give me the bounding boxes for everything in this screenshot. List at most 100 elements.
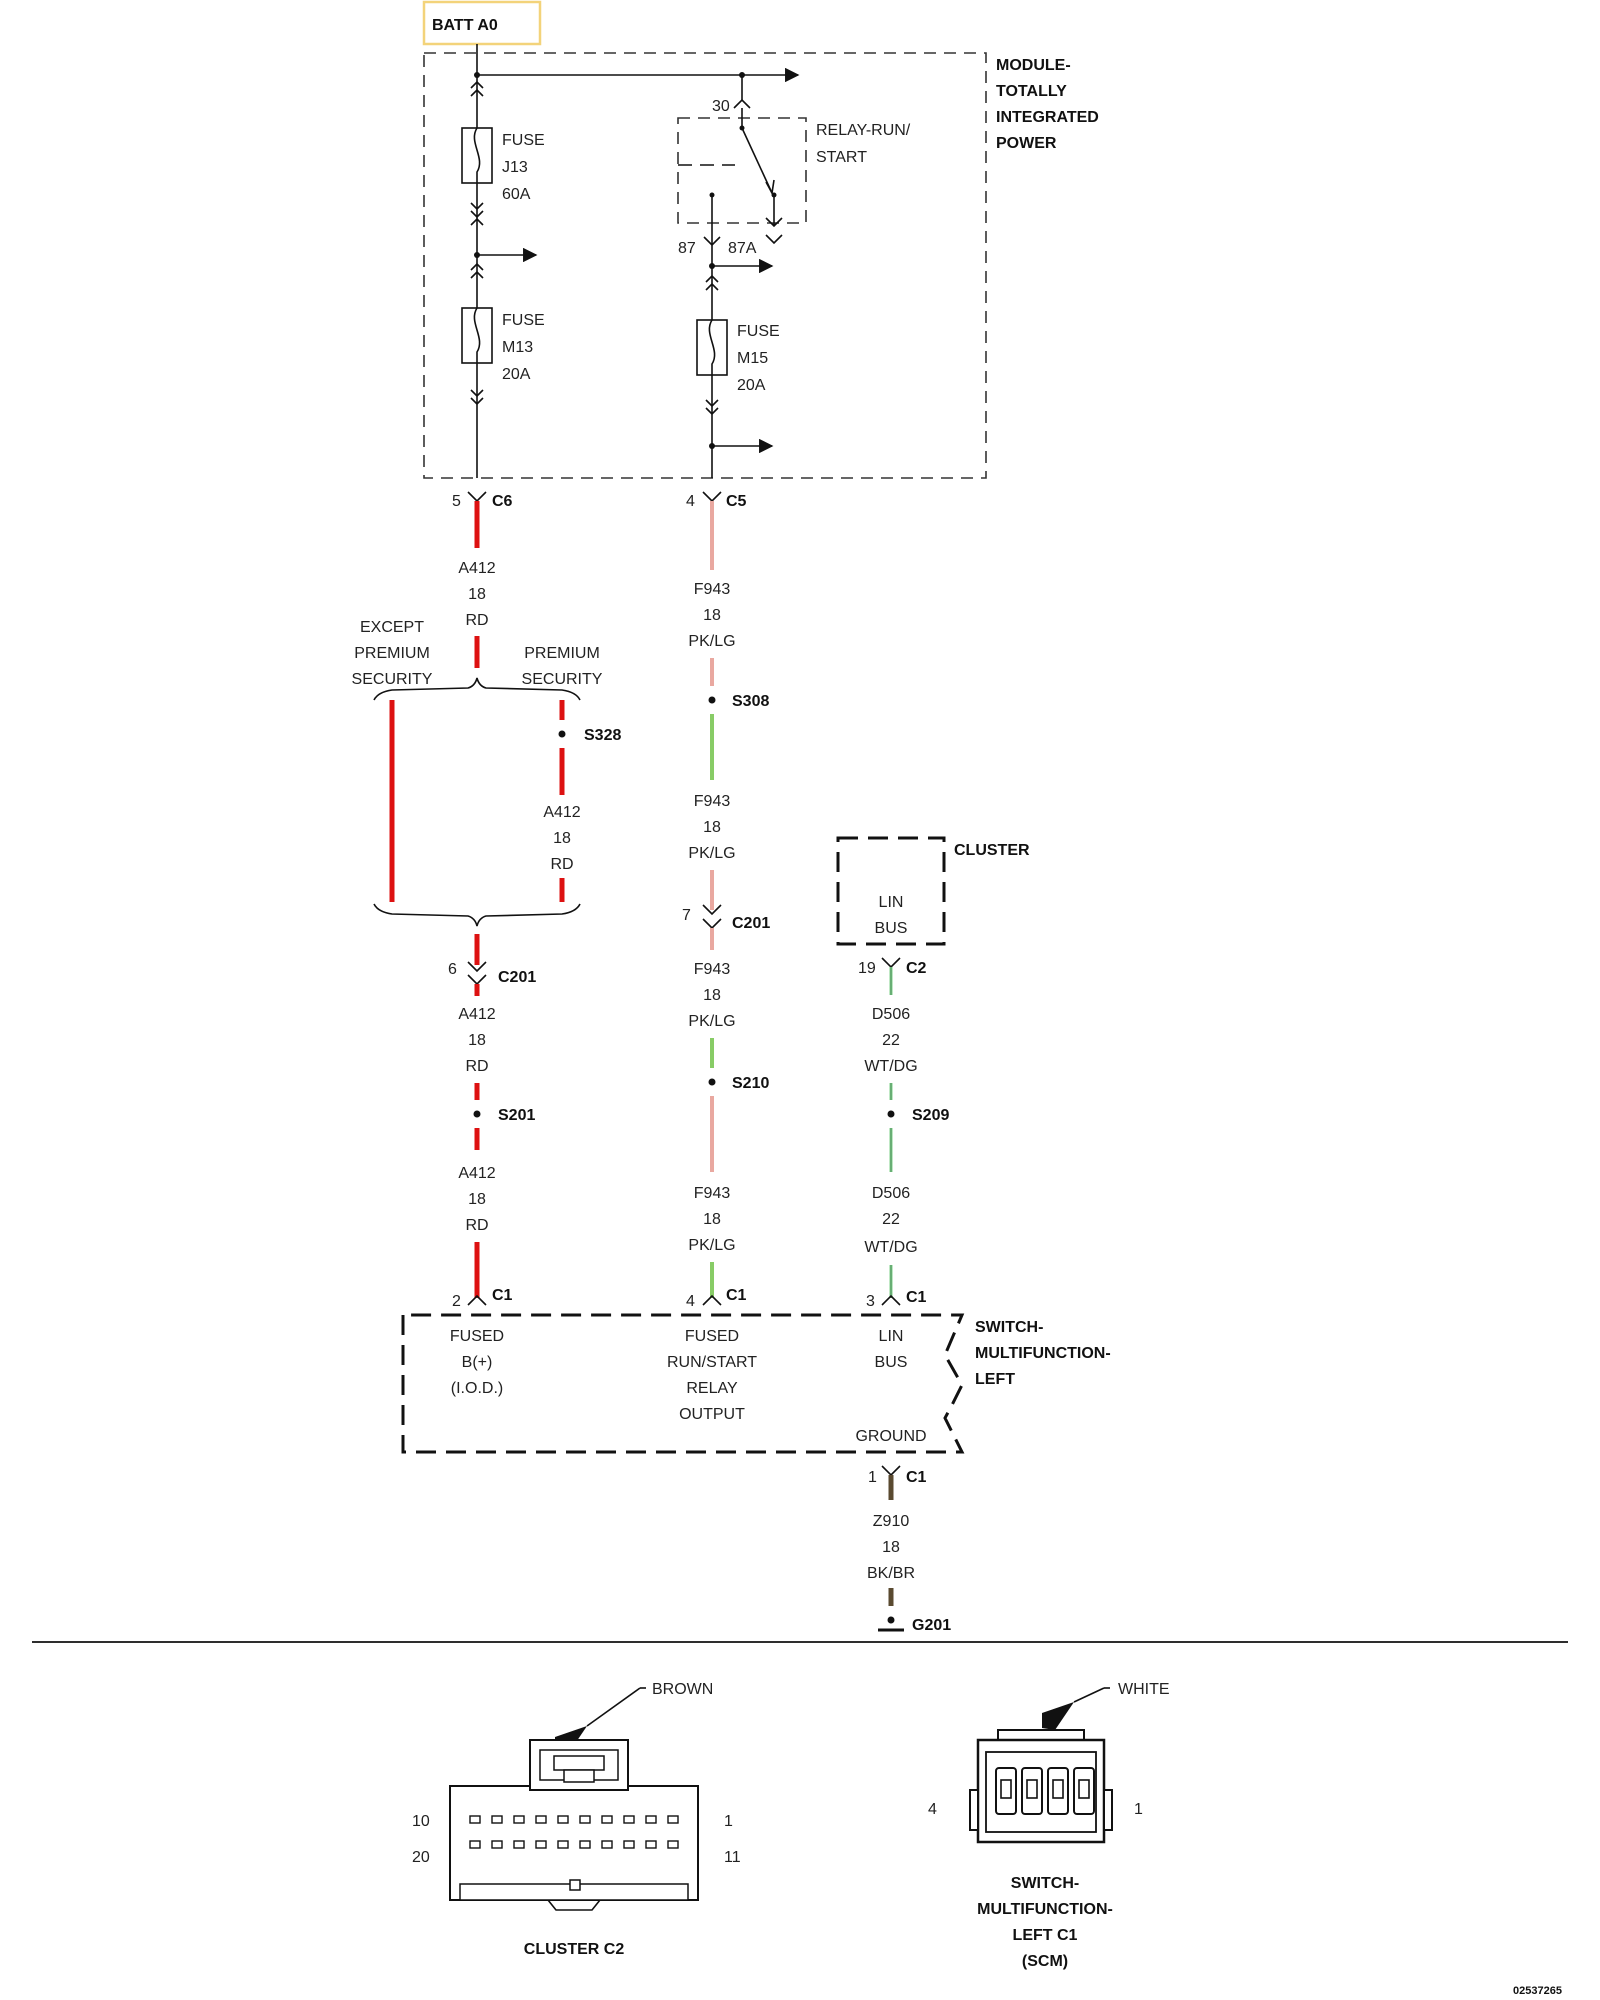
connector-c1-c: 3 C1 <box>866 1289 927 1310</box>
connector-c201-a-name: C201 <box>498 969 536 986</box>
relay-pin-87a: 87A <box>728 240 757 257</box>
connector-c1-a: 2 C1 <box>452 1287 513 1310</box>
wire-d506-s209-label-2: 22 <box>882 1211 900 1228</box>
fuse-m15-label-1: FUSE <box>737 323 780 340</box>
connector-c1-gnd-name: C1 <box>906 1469 927 1486</box>
cluster-module: CLUSTER LIN BUS 19 C2 <box>836 836 1030 977</box>
wire-a412-premium-label-2: 18 <box>553 830 571 847</box>
switch-c1-title-4: (SCM) <box>1022 1953 1068 1970</box>
cluster-name: CLUSTER <box>954 842 1030 859</box>
tipm-left-circuit: FUSE J13 60A FUSE M13 20A <box>461 44 800 478</box>
fuse-m15-label-3: 20A <box>737 377 766 394</box>
wire-f943-label-3: PK/LG <box>688 633 735 650</box>
ground-circuit: 1 C1 Z910 18 BK/BR G201 <box>867 1465 951 1634</box>
pin-ground: GROUND <box>855 1428 926 1445</box>
pin-fused-run-4: OUTPUT <box>679 1406 745 1423</box>
wire-f943-c201-label-3: PK/LG <box>688 1013 735 1030</box>
wire-d506-label-1: D506 <box>872 1006 910 1023</box>
wire-a412-c201-label-1: A412 <box>458 1006 495 1023</box>
wire-z910-label-2: 18 <box>882 1539 900 1556</box>
splice-s308: S308 <box>732 693 769 710</box>
switch-c1-pin-right: 1 <box>1134 1801 1143 1818</box>
wire-f943-s308-label-1: F943 <box>694 793 731 810</box>
battery-source: BATT A0 <box>422 0 542 46</box>
connector-c201-b-pin: 7 <box>682 907 691 924</box>
connector-c6-name: C6 <box>492 493 513 510</box>
connector-c1-b-pin: 4 <box>686 1293 695 1310</box>
cluster-c2-pin-br: 11 <box>724 1849 741 1866</box>
pin-fused-run-3: RELAY <box>686 1380 738 1397</box>
fuse-j13-label-1: FUSE <box>502 132 545 149</box>
pin-fused-run-1: FUSED <box>685 1328 739 1345</box>
cluster-c2-pin-row-2 <box>469 1840 679 1849</box>
wire-f943-s210-label-1: F943 <box>694 1185 731 1202</box>
option-premium-2: SECURITY <box>522 671 603 688</box>
fuse-j13-label-3: 60A <box>502 186 531 203</box>
switch-c1-view: WHITE 4 1 SWITCH- MULTIFUNCTION- LEFT C1… <box>928 1681 1170 1970</box>
wire-d506-label-3: WT/DG <box>864 1058 917 1075</box>
switch-c1-color: WHITE <box>1118 1681 1170 1698</box>
switch-name-3: LEFT <box>975 1371 1015 1388</box>
splice-s328: S328 <box>584 727 621 744</box>
connector-c1-c-name: C1 <box>906 1289 927 1306</box>
wire-f943-s308-label-2: 18 <box>703 819 721 836</box>
wire-d506: D506 22 WT/DG S209 D506 22 WT/DG <box>864 967 949 1298</box>
module-tipm-name-1: MODULE- <box>996 57 1071 74</box>
wire-f943-c201-label-2: 18 <box>703 987 721 1004</box>
battery-source-label: BATT A0 <box>432 17 498 34</box>
wire-a412-label-3: RD <box>465 612 488 629</box>
splice-s201: S201 <box>498 1107 535 1124</box>
wire-a412-s201-label-3: RD <box>465 1217 488 1234</box>
connector-c201-b-name: C201 <box>732 915 770 932</box>
cluster-c2-title: CLUSTER C2 <box>524 1941 625 1958</box>
switch-name-1: SWITCH- <box>975 1319 1043 1336</box>
module-tipm-name-3: INTEGRATED <box>996 109 1099 126</box>
connector-c1-c-pin: 3 <box>866 1293 875 1310</box>
connector-c6-pin: 5 <box>452 493 461 510</box>
connector-c2-name: C2 <box>906 960 927 977</box>
fuse-m15-label-2: M15 <box>737 350 768 367</box>
pin-lin-bus-2: BUS <box>875 1354 908 1371</box>
connector-c1-a-pin: 2 <box>452 1293 461 1310</box>
wire-a412-premium-label-1: A412 <box>543 804 580 821</box>
relay-pin-87: 87 <box>678 240 696 257</box>
ground-g201: G201 <box>912 1617 951 1634</box>
cluster-c2-view: BROWN <box>412 1681 741 1958</box>
cluster-c2-pin-tl: 10 <box>412 1813 430 1830</box>
wire-a412-s201-label-1: A412 <box>458 1165 495 1182</box>
connector-c5-pin: 4 <box>686 493 695 510</box>
switch-name-2: MULTIFUNCTION- <box>975 1345 1111 1362</box>
wire-f943-label-1: F943 <box>694 581 731 598</box>
connector-c5: 4 C5 <box>686 491 747 510</box>
option-except-1: EXCEPT <box>360 619 424 636</box>
fuse-m13-label-3: 20A <box>502 366 531 383</box>
wire-f943-s308-label-3: PK/LG <box>688 845 735 862</box>
figure-id: 02537265 <box>1513 1985 1562 1997</box>
wire-z910-label-3: BK/BR <box>867 1565 915 1582</box>
connector-c2-pin: 19 <box>858 960 876 977</box>
wire-a412-label-1: A412 <box>458 560 495 577</box>
connector-c1-b: 4 C1 <box>686 1287 747 1310</box>
pointer-arrow-icon <box>1042 1702 1074 1730</box>
switch-multifunction-left: SWITCH- MULTIFUNCTION- LEFT FUSED B(+) (… <box>401 1313 1111 1454</box>
relay-name-1: RELAY-RUN/ <box>816 122 911 139</box>
cluster-c2-pin-row-1 <box>469 1815 679 1824</box>
pin-fused-run-2: RUN/START <box>667 1354 757 1371</box>
wire-a412-premium-label-3: RD <box>550 856 573 873</box>
cluster-pin-label-2: BUS <box>875 920 908 937</box>
wire-f943-s210-label-2: 18 <box>703 1211 721 1228</box>
wire-a412: A412 18 RD EXCEPT PREMIUM SECURITY PREMI… <box>352 501 621 1298</box>
connector-c1-a-name: C1 <box>492 1287 513 1304</box>
relay-pin-30: 30 <box>712 98 730 115</box>
splice-s209: S209 <box>912 1107 949 1124</box>
connector-c201-a-pin: 6 <box>448 961 457 978</box>
wire-a412-label-2: 18 <box>468 586 486 603</box>
wire-a412-s201-label-2: 18 <box>468 1191 486 1208</box>
option-premium-1: PREMIUM <box>524 645 600 662</box>
wire-f943: F943 18 PK/LG S308 F943 18 PK/LG 7 C201 … <box>682 501 770 1298</box>
connector-c6: 5 C6 <box>452 491 513 510</box>
module-tipm-name-4: POWER <box>996 135 1057 152</box>
connector-c1-gnd-pin: 1 <box>868 1469 877 1486</box>
module-tipm-name-2: TOTALLY <box>996 83 1067 100</box>
